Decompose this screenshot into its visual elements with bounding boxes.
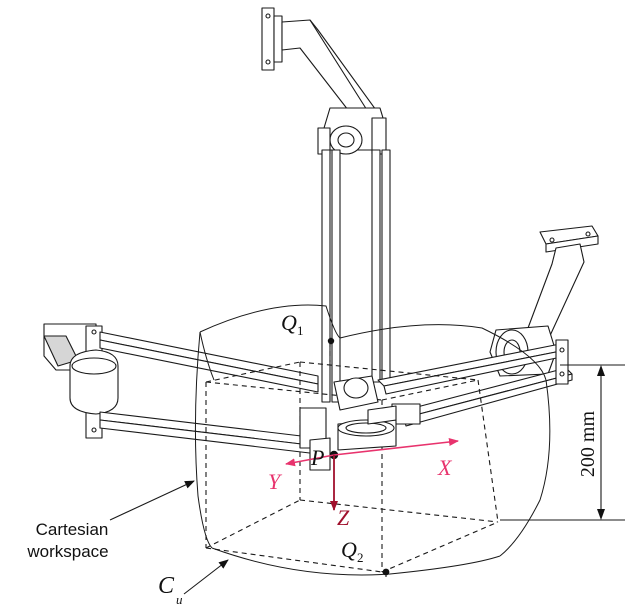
dimension-marker: 200 mm xyxy=(500,364,625,521)
top-mount xyxy=(261,7,387,155)
label-workspace-line1: Cartesian xyxy=(36,520,109,539)
coordinate-frame xyxy=(285,438,459,511)
y-axis-arrow xyxy=(285,454,335,467)
label-cu: C xyxy=(158,573,175,599)
label-z: Z xyxy=(337,505,350,530)
label-x: X xyxy=(437,455,453,480)
left-rods xyxy=(99,331,319,455)
workspace-callouts xyxy=(109,480,229,595)
label-y: Y xyxy=(268,469,283,494)
label-cu-sub: u xyxy=(176,592,183,607)
label-q1-sub: 1 xyxy=(297,323,304,338)
label-q1: Q xyxy=(281,310,297,335)
workspace-cube xyxy=(205,342,499,580)
label-q2-sub: 2 xyxy=(357,550,364,565)
point-q1 xyxy=(327,337,335,345)
right-rods xyxy=(377,339,573,427)
dimension-label: 200 mm xyxy=(577,411,599,478)
label-p: P xyxy=(310,445,324,470)
label-workspace-line2: workspace xyxy=(26,542,108,561)
x-axis-arrow xyxy=(333,438,459,456)
label-q2: Q xyxy=(341,537,357,562)
point-q2 xyxy=(382,568,390,576)
workspace-volume xyxy=(194,304,551,576)
left-mount xyxy=(43,323,119,439)
vertical-rods xyxy=(321,149,391,403)
end-effector xyxy=(299,375,397,471)
